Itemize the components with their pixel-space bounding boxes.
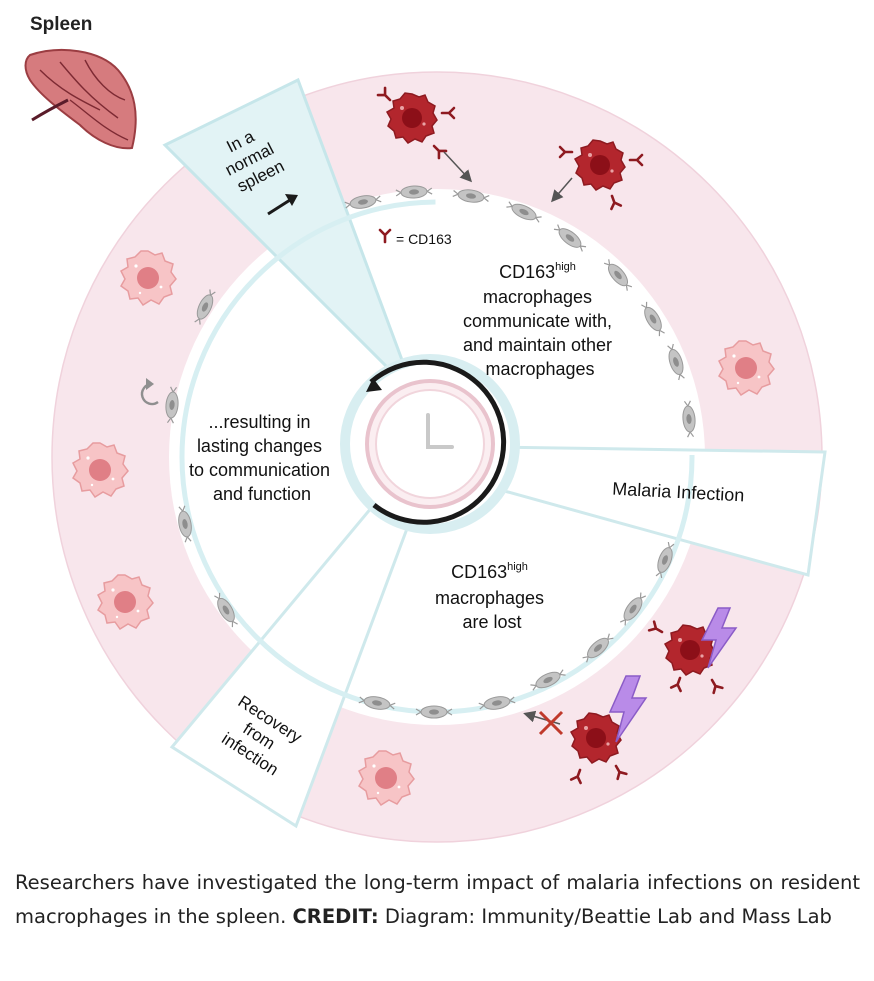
communicate-note: CD163high macrophages communicate with, … (463, 254, 617, 379)
cd163-legend-label: = CD163 (396, 231, 452, 247)
lost-note: CD163high macrophages are lost (435, 554, 549, 632)
central-clock (340, 354, 520, 534)
caption-text: Researchers have investigated the long-t… (15, 871, 860, 928)
cross-icon (538, 710, 564, 736)
figure-caption: Researchers have investigated the long-t… (15, 866, 860, 934)
normal-stage-arrow-icon (267, 194, 298, 216)
normal-stage-panel (162, 77, 417, 397)
credit-label: CREDIT: (292, 905, 379, 928)
lightning-icon-right (700, 607, 738, 669)
spleen-organ-image (24, 49, 137, 150)
spleen-label: Spleen (30, 14, 93, 35)
lightning-icon-bottom (608, 675, 648, 743)
lasting-changes-note: ...resulting in lasting changes to commu… (189, 412, 335, 504)
blocked-arrow (523, 710, 561, 725)
refresh-icon (140, 378, 159, 406)
cd163-legend: = CD163 (378, 228, 452, 247)
malaria-spleen-diagram: = CD163 In a normal spleen CD163high mac… (24, 14, 827, 843)
credit-text: Diagram: Immunity/Beattie Lab and Mass L… (384, 905, 832, 928)
